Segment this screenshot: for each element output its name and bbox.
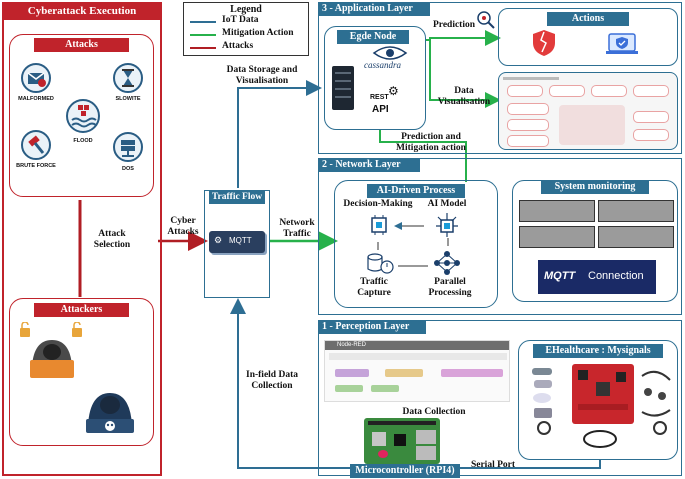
cyberattack-execution-title: Cyberattack Execution — [2, 2, 162, 20]
application-layer-box: 3 - Application Layer — [318, 2, 682, 154]
ai-model-label: AI Model — [427, 199, 467, 209]
actions-box: Actions — [498, 8, 678, 66]
gear-icon: ⚙ — [388, 84, 399, 98]
prediction-mitigation-line — [379, 130, 467, 182]
malformed-icon — [21, 63, 51, 93]
attack-label: BRUTE FORCE — [16, 163, 56, 169]
mqtt-label: MQTT — [229, 236, 252, 245]
legend-title: Legend — [230, 4, 262, 15]
ehealth-box: EHealthcare : Mysignals — [518, 340, 678, 460]
legend-label: IoT Data — [222, 15, 259, 25]
application-layer-title: 3 - Application Layer — [318, 2, 430, 16]
rest-label: REST — [370, 94, 389, 101]
perception-layer-box: 1 - Perception Layer — [318, 320, 682, 476]
parallel-processing-label: Parallel Processing — [428, 277, 472, 298]
legend-swatch-mitigation — [190, 34, 216, 36]
cpu-monitor-panel — [598, 200, 674, 222]
serial-port-label: Serial Port — [470, 460, 516, 470]
edge-node-box: Egde Node — [324, 26, 426, 130]
prediction-arrow — [425, 30, 501, 46]
server-icon — [332, 66, 354, 110]
mqtt-button: ⚙ MQTT — [209, 231, 265, 253]
cpu-monitor-panel — [598, 226, 674, 248]
rest-api-icon: ⚙ REST API — [368, 84, 404, 124]
system-monitoring-box: System monitoring — [512, 180, 678, 302]
decision-making-label: Decision-Making — [343, 199, 413, 209]
microcontroller-label: Microcontroller (RPI4) — [350, 464, 460, 478]
traffic-flow-header: Traffic Flow — [209, 190, 265, 204]
api-label: API — [372, 104, 389, 115]
sensor-devices-left — [530, 366, 564, 436]
cable-icon — [580, 428, 620, 450]
traffic-capture-label: Traffic Capture — [357, 277, 391, 298]
network-layer-title: 2 - Network Layer — [318, 158, 420, 172]
data-visualisation-arrow — [429, 40, 501, 108]
ehealth-header: EHealthcare : Mysignals — [533, 344, 663, 358]
decision-chip-icon — [367, 213, 391, 237]
flood-icon — [66, 99, 100, 133]
mqtt-connection-a: MQTT — [544, 270, 576, 282]
attack-label: SLOWITE — [115, 96, 141, 102]
prediction-label: Prediction — [432, 20, 476, 30]
traffic-flow-box: Traffic Flow ⚙ MQTT — [204, 190, 270, 298]
ai-model-icon — [434, 211, 460, 239]
attack-selection-label: Attack Selection — [93, 229, 131, 250]
cassandra-label: cassandra — [364, 60, 402, 70]
actions-header: Actions — [547, 12, 629, 26]
traffic-capture-icon — [365, 251, 395, 277]
attackers-header: Attackers — [34, 303, 129, 317]
edge-node-header: Egde Node — [337, 30, 409, 44]
attackers-box: Attackers — [9, 298, 154, 446]
network-layer-box: 2 - Network Layer — [318, 158, 682, 315]
legend-label: Attacks — [222, 41, 254, 51]
in-field-label: In-field Data Collection — [246, 370, 298, 391]
mysignals-board — [572, 364, 634, 424]
ai-header: AI-Driven Process — [367, 184, 465, 198]
slowite-icon — [113, 63, 143, 93]
dos-icon — [113, 132, 143, 162]
raspberry-pi-board — [364, 418, 440, 464]
cpu-monitor-panel — [519, 226, 595, 248]
mqtt-connection-banner: MQTT Connection — [538, 260, 656, 294]
ai-process-box: AI-Driven Process — [334, 180, 498, 308]
hacker-icon — [18, 321, 86, 380]
network-traffic-label: Network Traffic — [279, 218, 315, 239]
cassandra-eye-icon — [370, 44, 410, 64]
attacks-header: Attacks — [34, 38, 129, 52]
secure-laptop-icon — [604, 28, 640, 58]
data-storage-arrow — [237, 80, 322, 188]
data-storage-label: Data Storage and Visualisation — [226, 65, 298, 86]
attack-label: MALFORMED — [18, 96, 54, 102]
dashboard-screenshot — [498, 72, 678, 150]
cyberattack-execution-panel: Cyberattack Execution — [2, 2, 162, 476]
system-monitoring-header: System monitoring — [541, 180, 649, 194]
brute-force-icon — [21, 130, 51, 160]
parallel-processing-icon — [432, 249, 462, 277]
sensor-devices-right — [638, 366, 674, 436]
legend-swatch-attacks — [190, 47, 216, 49]
legend-box: Legend IoT Data Mitigation Action Attack… — [183, 2, 309, 56]
attack-label: FLOOD — [73, 138, 93, 144]
legend-label: Mitigation Action — [222, 28, 294, 38]
prediction-mitigation-label: Prediction and Mitigation action — [396, 132, 466, 153]
ai-process-arrows — [377, 222, 449, 267]
cyber-attacks-label: Cyber Attacks — [167, 216, 199, 237]
perception-layer-title: 1 - Perception Layer — [318, 320, 426, 334]
data-visualisation-label: Data Visualisation — [437, 86, 491, 107]
nodered-screenshot: Node-RED — [324, 340, 510, 402]
broken-shield-icon — [530, 28, 558, 58]
attack-label: DOS — [122, 166, 134, 172]
mqtt-connection-b: Connection — [588, 270, 644, 282]
cpu-monitor-panel — [519, 200, 595, 222]
in-field-arrow — [230, 298, 350, 469]
skull-hacker-icon — [78, 375, 142, 435]
legend-swatch-iot — [190, 21, 216, 23]
attacks-box: Attacks — [9, 34, 154, 197]
nodered-label: Node-RED — [337, 342, 367, 348]
data-collection-label: Data Collection — [402, 407, 466, 417]
prediction-icon — [476, 10, 496, 30]
serial-port-line — [460, 460, 601, 469]
gear-icon: ⚙ — [214, 235, 223, 245]
